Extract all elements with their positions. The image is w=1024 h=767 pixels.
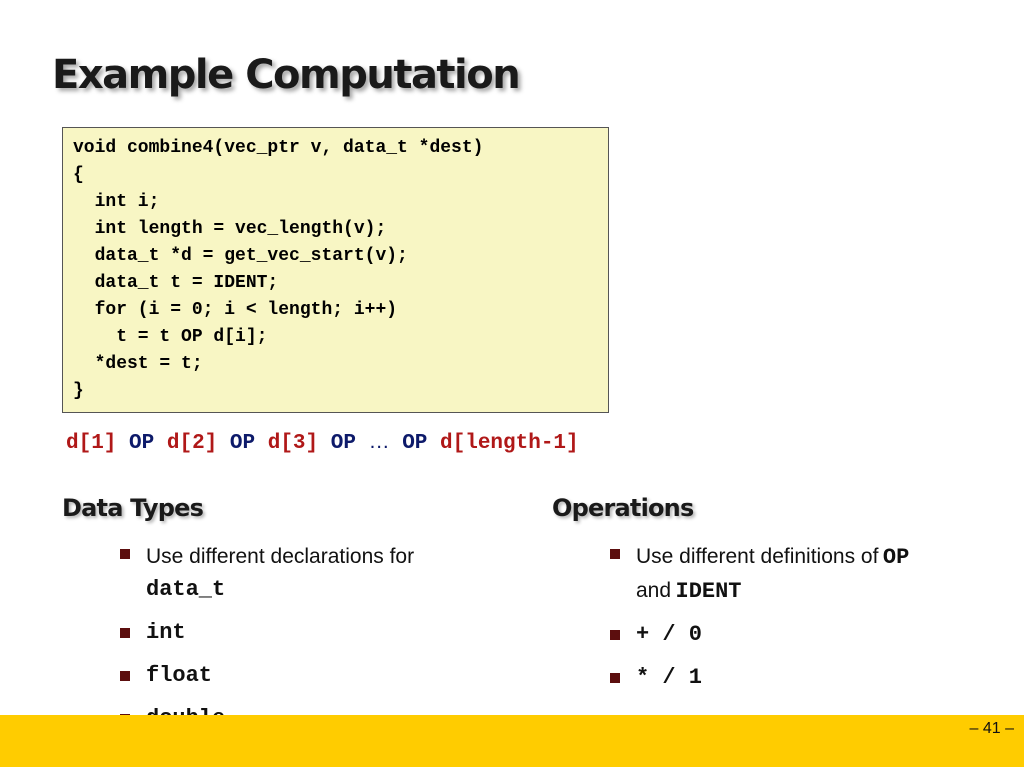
slide-title: Example Computation	[52, 52, 521, 98]
bullet-text: Use different definitions of	[636, 545, 879, 568]
code-line: {	[73, 165, 84, 185]
page-number: – 41 –	[969, 720, 1014, 737]
list-item: * / 1	[610, 661, 1010, 694]
operations-list: Use different definitions of OP and IDEN…	[610, 540, 1010, 704]
list-item: Use different declarations for data_t	[120, 540, 510, 606]
code-line: data_t t = IDENT;	[73, 273, 279, 293]
code-line: void combine4(vec_ptr v, data_t *dest)	[73, 138, 484, 158]
square-bullet-icon	[610, 630, 620, 640]
list-item: + / 0	[610, 618, 1010, 651]
expr-operator: OP	[129, 432, 155, 455]
square-bullet-icon	[120, 628, 130, 638]
footer-bar: – 41 –	[0, 715, 1024, 767]
operations-heading: Operations	[552, 494, 694, 522]
bullet-text: Use different declarations for	[146, 545, 415, 568]
code-line: }	[73, 381, 84, 401]
square-bullet-icon	[610, 549, 620, 559]
bullet-code: data_t	[146, 577, 226, 602]
code-line: for (i = 0; i < length; i++)	[73, 300, 398, 320]
expr-operator: OP	[330, 432, 356, 455]
code-line: int i;	[73, 192, 160, 212]
bullet-code: int	[146, 620, 186, 645]
bullet-code: + / 0	[636, 622, 703, 647]
reduction-expression: d[1] OP d[2] OP d[3] OP … OP d[length-1]	[66, 430, 579, 455]
code-line: t = t OP d[i];	[73, 327, 268, 347]
bullet-text: and	[636, 579, 672, 602]
bullet-code: OP	[882, 545, 910, 570]
expr-operand: d[2]	[166, 432, 218, 455]
bullet-code: float	[146, 663, 213, 688]
expr-operand: d[1]	[66, 432, 117, 455]
expr-operator: OP	[402, 432, 428, 455]
expr-operator: OP	[229, 432, 256, 455]
bullet-code: * / 1	[636, 665, 703, 690]
expr-operand: d[length-1]	[440, 432, 579, 455]
code-box: void combine4(vec_ptr v, data_t *dest) {…	[62, 127, 609, 413]
code-line: data_t *d = get_vec_start(v);	[73, 246, 408, 266]
square-bullet-icon	[610, 673, 620, 683]
list-item: float	[120, 659, 510, 692]
expr-operand: d[3]	[267, 432, 319, 455]
bullet-code: IDENT	[675, 579, 742, 604]
square-bullet-icon	[120, 549, 130, 559]
data-types-heading: Data Types	[62, 494, 204, 522]
list-item: Use different definitions of OP and IDEN…	[610, 540, 1010, 608]
list-item: int	[120, 616, 510, 649]
code-line: *dest = t;	[73, 354, 203, 374]
code-line: int length = vec_length(v);	[73, 219, 387, 239]
square-bullet-icon	[120, 671, 130, 681]
expr-ellipsis: …	[368, 430, 390, 453]
